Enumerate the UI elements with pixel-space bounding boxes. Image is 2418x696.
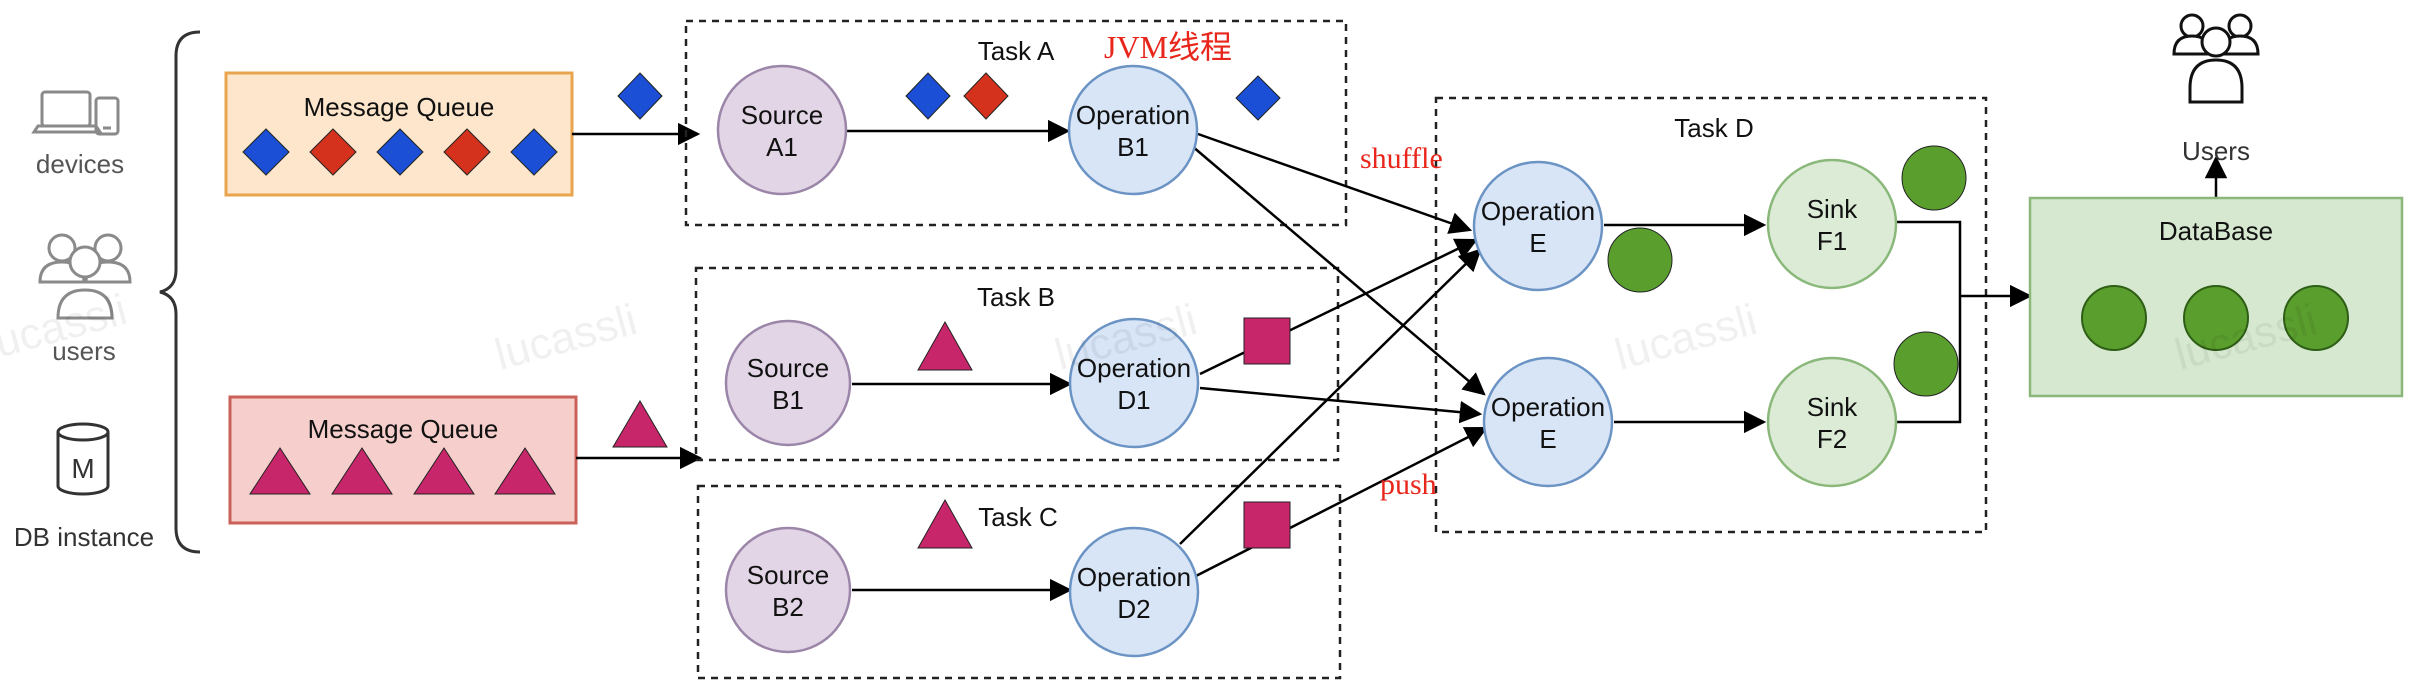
- node-sink-f1: Sink F1: [1766, 158, 1898, 290]
- svg-text:F2: F2: [1817, 424, 1847, 454]
- svg-text:Operation: Operation: [1077, 562, 1191, 592]
- edge-d2-e-top: [1179, 248, 1482, 545]
- pink-square: [1243, 501, 1291, 549]
- task-a-box: [684, 19, 1348, 227]
- svg-text:Source: Source: [741, 100, 823, 130]
- pink-triangle: [249, 447, 311, 495]
- node-operation-d1: Operation D1: [1068, 317, 1200, 449]
- svg-text:B1: B1: [772, 385, 804, 415]
- svg-text:B1: B1: [1117, 132, 1149, 162]
- green-dot: [1607, 227, 1673, 293]
- blue-diamond: [510, 128, 558, 176]
- svg-text:D2: D2: [1117, 594, 1150, 624]
- green-dot: [1901, 145, 1967, 211]
- green-dot: [2283, 285, 2349, 351]
- node-source-a1: Source A1: [716, 64, 848, 196]
- svg-text:Operation: Operation: [1481, 196, 1595, 226]
- svg-text:Source: Source: [747, 353, 829, 383]
- task-a-label: Task A: [978, 36, 1055, 66]
- message-queue-1-label: Message Queue: [304, 92, 495, 122]
- node-sink-f2: Sink F2: [1766, 356, 1898, 488]
- db-instance-label: DB instance: [14, 522, 154, 552]
- node-operation-b1: Operation B1: [1067, 64, 1199, 196]
- svg-text:F1: F1: [1817, 226, 1847, 256]
- svg-text:Operation: Operation: [1491, 392, 1605, 422]
- blue-diamond: [617, 72, 663, 120]
- green-dot: [2183, 285, 2249, 351]
- node-operation-e-top: Operation E: [1472, 160, 1604, 292]
- db-icon-letter: M: [71, 453, 94, 484]
- laptop-phone-icon: [31, 90, 120, 136]
- svg-text:Operation: Operation: [1077, 353, 1191, 383]
- database-instance-icon: [56, 422, 110, 496]
- task-b-label: Task B: [977, 282, 1055, 312]
- task-d-box: [1434, 96, 1988, 534]
- svg-text:Sink: Sink: [1807, 392, 1859, 422]
- users-output-label: Users: [2182, 136, 2250, 166]
- pink-triangle: [413, 447, 475, 495]
- blue-diamond: [1235, 75, 1281, 121]
- svg-text:A1: A1: [766, 132, 798, 162]
- edge-f2-db: [1896, 296, 1962, 424]
- svg-text:Operation: Operation: [1076, 100, 1190, 130]
- message-queue-2-label: Message Queue: [308, 414, 499, 444]
- svg-text:E: E: [1529, 228, 1546, 258]
- node-source-b1: Source B1: [724, 319, 852, 447]
- svg-text:Source: Source: [747, 560, 829, 590]
- task-c-label: Task C: [978, 502, 1057, 532]
- edge-b1-e-bottom: [1191, 145, 1486, 396]
- node-operation-e-bottom: Operation E: [1482, 356, 1614, 488]
- pink-triangle: [917, 498, 973, 549]
- red-diamond: [963, 72, 1009, 120]
- in-flight-records: [905, 72, 1967, 549]
- users-group-icon: [38, 233, 132, 320]
- devices-label: devices: [36, 149, 124, 179]
- svg-text:lucassli: lucassli: [1610, 295, 1762, 380]
- pink-square: [1243, 317, 1291, 365]
- svg-text:D1: D1: [1117, 385, 1150, 415]
- blue-diamond: [242, 128, 290, 176]
- green-dot: [2081, 285, 2147, 351]
- push-annotation: push: [1380, 468, 1437, 501]
- queue-1-records: [242, 128, 558, 176]
- task-d-label: Task D: [1674, 113, 1753, 143]
- sources-brace: [159, 30, 201, 554]
- blue-diamond: [376, 128, 424, 176]
- pink-triangle: [494, 447, 556, 495]
- edge-b1-e-top: [1197, 132, 1473, 234]
- queue-2-records: [249, 447, 556, 495]
- green-dot: [1893, 331, 1959, 397]
- edge-d1-e-bottom: [1199, 386, 1483, 424]
- pink-triangle: [612, 400, 668, 448]
- shuffle-annotation: shuffle: [1360, 142, 1443, 175]
- jvm-thread-annotation: JVM线程: [1104, 29, 1232, 65]
- svg-text:B2: B2: [772, 592, 804, 622]
- database-records: [2081, 285, 2349, 351]
- database-label: DataBase: [2159, 216, 2273, 246]
- svg-text:lucassli: lucassli: [490, 295, 642, 380]
- svg-text:Sink: Sink: [1807, 194, 1859, 224]
- users-output-icon: [2172, 13, 2260, 104]
- edge-f1-db: [1896, 220, 1962, 296]
- node-source-b2: Source B2: [724, 526, 852, 654]
- svg-text:E: E: [1539, 424, 1556, 454]
- red-diamond: [309, 128, 357, 176]
- users-label: users: [52, 336, 116, 366]
- red-diamond: [443, 128, 491, 176]
- blue-diamond: [905, 72, 951, 120]
- edge-d2-e-bottom: [1191, 426, 1489, 580]
- pink-triangle: [917, 320, 973, 371]
- edge-d1-e-top: [1199, 238, 1479, 376]
- node-operation-d2: Operation D2: [1068, 526, 1200, 658]
- pink-triangle: [331, 447, 393, 495]
